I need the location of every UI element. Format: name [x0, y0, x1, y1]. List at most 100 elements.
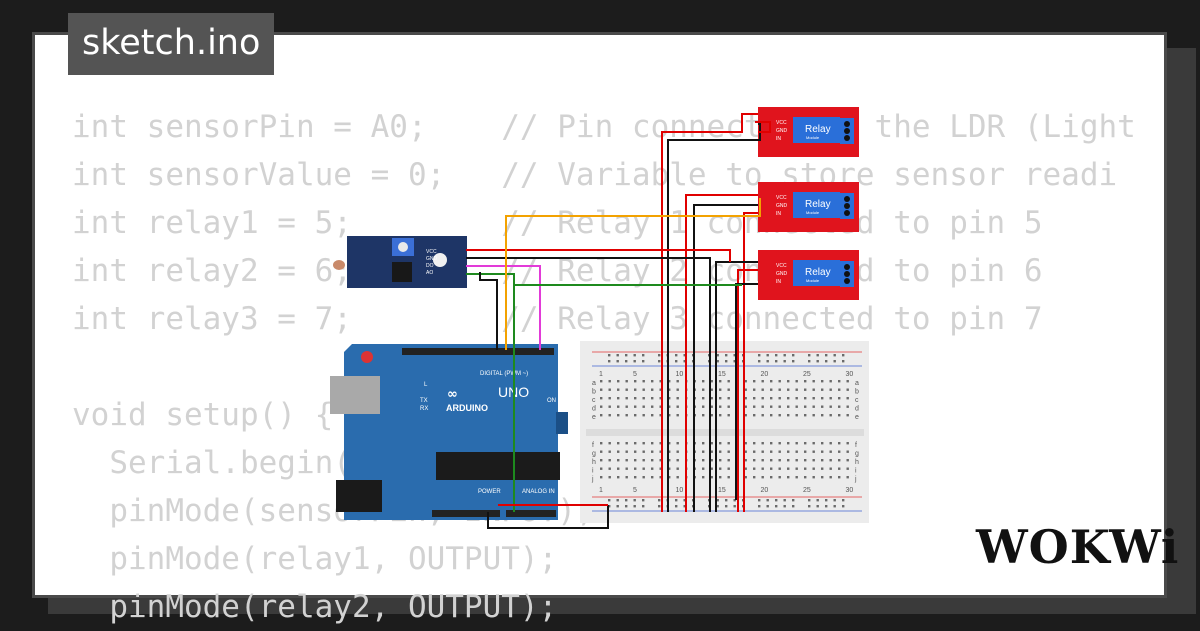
breadboard-column-number: 1: [599, 487, 603, 494]
wire-pin5: [505, 198, 761, 350]
wire-relay3-gnd: [737, 269, 758, 512]
relay-2-pin-in: IN: [776, 211, 781, 217]
relay-2-pin-vcc: VCC: [776, 195, 787, 201]
breadboard-row-label: j: [854, 476, 857, 483]
breadboard-column-number: 20: [761, 371, 769, 378]
code-line: int sensorValue = 0; // Variable to stor…: [72, 157, 1118, 193]
code-line: void setup() {: [72, 397, 334, 433]
wire-pin6: [479, 272, 498, 350]
breadboard-row-label: j: [591, 476, 594, 483]
relay-module-1: Relay Module VCC GND IN: [758, 107, 859, 157]
ldr-pin-vcc: VCC: [426, 249, 437, 255]
usb-port: [330, 376, 380, 414]
wire-ldr-do: [466, 265, 541, 350]
relay-3-sub: Module: [806, 278, 820, 283]
breadboard-column-number: 5: [633, 487, 637, 494]
file-tab[interactable]: sketch.ino: [68, 13, 275, 75]
wire-relay3-vcc: [715, 261, 758, 512]
wire-relay1-gnd: [667, 123, 761, 512]
arduino-infinity-logo: ∞: [447, 387, 458, 402]
relay-module-3: Relay Module VCC GND IN: [758, 250, 859, 300]
breadboard-row-label: f: [855, 442, 857, 449]
code-editor: int sensorPin = A0; // Pin connected to …: [72, 103, 1136, 631]
code-line: pinMode(relay1, OUTPUT);: [72, 541, 558, 577]
relay-module-2: Relay Module VCC GND IN: [758, 182, 859, 232]
wokwi-logo: WOKWi: [976, 520, 1180, 574]
arduino-power-label: POWER: [478, 489, 501, 495]
ldr-pin-do: DO: [426, 263, 434, 269]
ldr-pin-ao: AO: [426, 270, 433, 276]
breadboard-column-number: 15: [718, 487, 726, 494]
breadboard-column-number: 20: [761, 487, 769, 494]
code-line: int relay2 = 6; // Relay 2 connected to …: [72, 253, 1043, 289]
breadboard-row-label: c: [855, 397, 859, 404]
breadboard-row-label: i: [592, 468, 594, 475]
breadboard-column-number: 25: [803, 487, 811, 494]
breadboard-row-label: b: [592, 389, 596, 396]
wire-ldr-gnd: [466, 257, 711, 512]
relay-1-pin-vcc: VCC: [776, 120, 787, 126]
relay-3-pin-in: IN: [776, 279, 781, 285]
code-line: pinMode(relay2, OUTPUT);: [72, 589, 558, 625]
wire-ldr-ao: [466, 273, 515, 512]
relay-2-sub: Module: [806, 210, 820, 215]
breadboard-column-number: 15: [718, 371, 726, 378]
wire-relay1-in: [755, 121, 771, 133]
breadboard-column-number: 5: [633, 371, 637, 378]
header-top-right: [496, 348, 554, 355]
relay-2-pin-gnd: GND: [776, 203, 788, 209]
breadboard-row-label: a: [855, 380, 859, 387]
breadboard-column-number: 1: [599, 371, 603, 378]
breadboard-row-label: e: [592, 414, 596, 421]
relay-1-sub: Module: [806, 135, 820, 140]
breadboard-row-label: a: [592, 380, 596, 387]
relay-1-pin-in: IN: [776, 136, 781, 142]
power-jack: [336, 480, 382, 512]
breadboard-column-number: 10: [676, 371, 684, 378]
breadboard-row-label: b: [855, 389, 859, 396]
arduino-analog-label: ANALOG IN: [522, 489, 555, 495]
breadboard-row-label: g: [855, 451, 859, 458]
breadboard-column-number: 30: [846, 487, 854, 494]
breadboard-row-label: d: [592, 406, 596, 413]
arduino-rx-label: RX: [420, 406, 428, 412]
reset-button: [361, 351, 373, 363]
relay-1-pin-gnd: GND: [776, 128, 788, 134]
wires: [466, 113, 771, 529]
relay-2-label: Relay: [805, 199, 831, 210]
breadboard-row-label: e: [855, 414, 859, 421]
ldr-pin-gnd: GND: [426, 256, 438, 262]
preview-card: int sensorPin = A0; // Pin connected to …: [32, 32, 1167, 625]
relay-1-label: Relay: [805, 124, 831, 135]
header-top-left: [402, 348, 498, 355]
relay-3-pin-gnd: GND: [776, 271, 788, 277]
comparator-chip: [392, 262, 412, 282]
photoresistor: [333, 260, 345, 270]
led-icon: [433, 253, 447, 267]
breadboard-row-label: c: [592, 397, 596, 404]
breadboard-column-number: 30: [846, 371, 854, 378]
arduino-digital-label: DIGITAL (PWM ~): [480, 371, 528, 377]
header-analog: [506, 510, 556, 517]
wire-relay2-gnd: [693, 204, 758, 512]
atmega-chip: [436, 452, 560, 480]
arduino-tx-label: TX: [420, 398, 428, 404]
header-power: [432, 510, 500, 517]
wire-relay2-in: [743, 212, 758, 512]
breadboard-row-label: f: [592, 442, 594, 449]
breadboard-column-number: 25: [803, 371, 811, 378]
arduino-on-label: ON: [547, 398, 556, 404]
wire-ldr-vcc: [466, 249, 731, 262]
arduino-brand: ARDUINO: [446, 403, 488, 413]
arduino-uno: ∞ ARDUINO UNO DIGITAL (PWM ~) POWER ANAL…: [330, 344, 568, 520]
wire-relay2-vcc: [685, 194, 758, 512]
breadboard-row-label: h: [855, 459, 859, 466]
breadboard-row-label: d: [855, 406, 859, 413]
breadboard-row-label: i: [855, 468, 857, 475]
wire-gnd-bb: [487, 505, 609, 529]
arduino-l-label: L: [424, 382, 428, 388]
breadboard-row-label: h: [592, 459, 596, 466]
relay-3-pin-vcc: VCC: [776, 263, 787, 269]
